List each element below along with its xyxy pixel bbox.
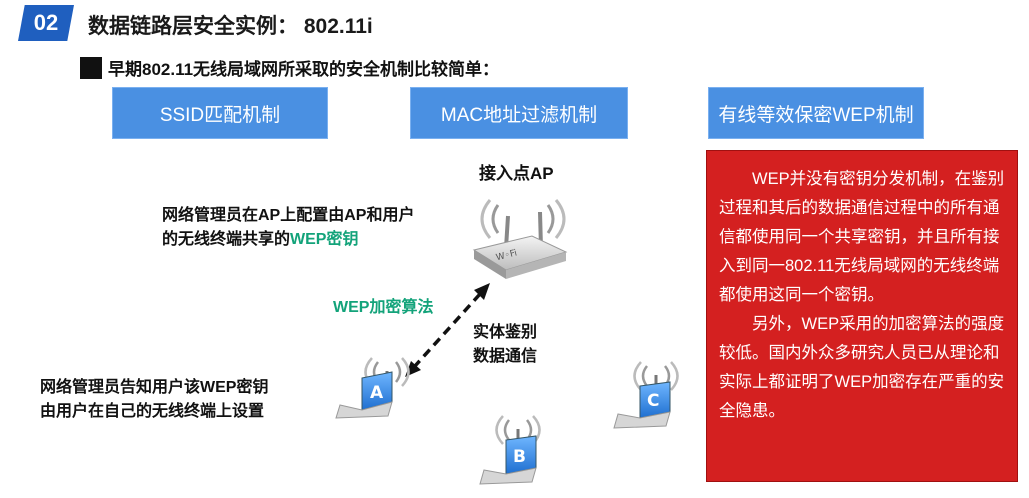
wifi-router-icon: W◦Fi: [472, 199, 568, 279]
mechanism-wep: 有线等效保密WEP机制: [708, 87, 924, 139]
bullet-square-icon: [80, 56, 102, 79]
page-title: 数据链路层安全实例： 802.11i: [88, 15, 373, 38]
network-diagram: W◦Fi A B C: [335, 199, 679, 485]
admin-config-line1: 网络管理员在AP上配置由AP和用户: [162, 207, 415, 224]
section-badge: 02: [18, 5, 74, 41]
subheading-text: 早期802.11无线局域网所采取的安全机制比较简单：: [108, 60, 500, 79]
admin-notify-line1: 网络管理员告知用户该WEP密钥: [40, 379, 269, 396]
admin-config-line2: 的无线终端共享的WEP密钥: [162, 228, 414, 252]
mechanism-ssid: SSID匹配机制: [112, 87, 328, 139]
subheading: 早期802.11无线局域网所采取的安全机制比较简单：: [80, 55, 499, 80]
laptop-wifi-icon-a: A: [335, 357, 410, 419]
admin-notify-line2: 由用户在自己的无线终端上设置: [40, 403, 265, 420]
data-comm-label: 数据通信: [473, 348, 538, 365]
svg-text:W◦Fi: W◦Fi: [495, 248, 518, 263]
svg-text:C: C: [647, 391, 659, 411]
admin-config-line2-prefix: 的无线终端共享的: [162, 231, 291, 248]
wep-key-highlight: WEP密钥: [290, 231, 359, 248]
wep-algorithm-label: WEP加密算法: [333, 299, 434, 316]
mechanism-mac-filter: MAC地址过滤机制: [410, 87, 628, 139]
laptop-wifi-icon-b: B: [479, 415, 541, 485]
ap-label: 接入点AP: [479, 164, 554, 183]
svg-text:A: A: [370, 383, 384, 403]
auth-label: 实体鉴别: [473, 324, 538, 341]
wep-weakness-note: WEP并没有密钥分发机制，在鉴别过程和其后的数据通信过程中的所有通信都使用同一个…: [706, 150, 1018, 482]
wep-note-paragraph1: WEP并没有密钥分发机制，在鉴别过程和其后的数据通信过程中的所有通信都使用同一个…: [719, 170, 1005, 304]
admin-config-note: 网络管理员在AP上配置由AP和用户 的无线终端共享的WEP密钥: [162, 204, 414, 252]
auth-data-label: 实体鉴别 数据通信: [473, 321, 537, 369]
admin-notify-note: 网络管理员告知用户该WEP密钥 由用户在自己的无线终端上设置: [40, 376, 268, 424]
wep-note-paragraph2: 另外，WEP采用的加密算法的强度较低。国内外众多研究人员已从理论和实际上都证明了…: [719, 315, 1005, 420]
laptop-wifi-icon-c: C: [613, 361, 679, 429]
svg-text:B: B: [513, 447, 526, 467]
